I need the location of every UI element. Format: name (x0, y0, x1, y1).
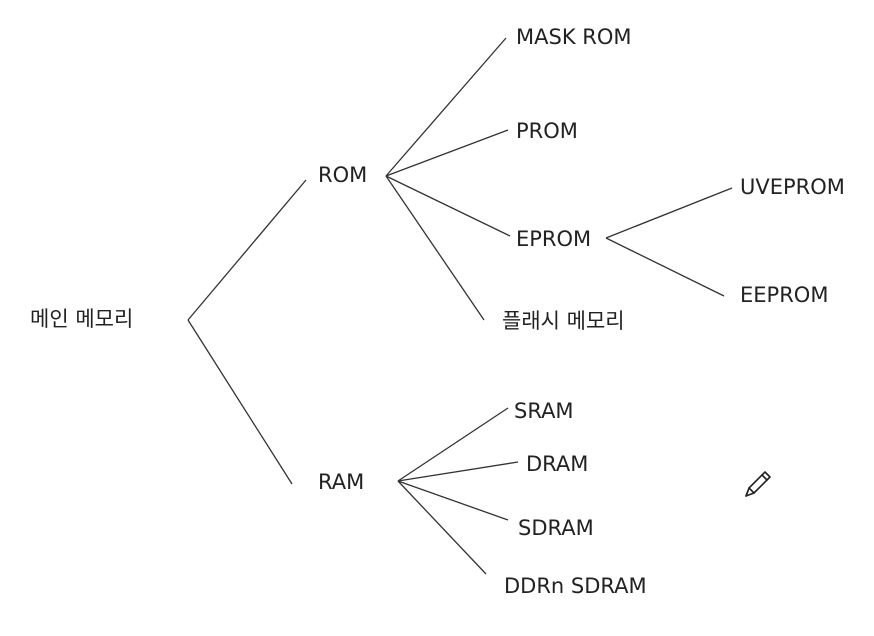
connector-rom-eprom (385, 175, 511, 237)
node-ram: RAM (318, 470, 365, 494)
node-ddrn-sdram: DDRn SDRAM (504, 574, 647, 598)
node-main-memory: 메인 메모리 (30, 307, 134, 331)
node-uveprom: UVEPROM (740, 175, 845, 199)
connector-ram-ddrn (397, 480, 487, 575)
connector-rom-maskrom (385, 37, 507, 177)
connector-root-ram (187, 319, 293, 485)
connector-rom-flash (385, 175, 485, 321)
node-eprom: EPROM (516, 227, 592, 251)
node-mask-rom: MASK ROM (516, 25, 632, 49)
connector-ram-dram (397, 461, 519, 482)
pencil-icon-graphic (745, 471, 771, 497)
connector-rom-prom (385, 129, 509, 177)
node-flash-memory: 플래시 메모리 (502, 309, 625, 333)
node-dram: DRAM (526, 452, 589, 476)
connector-eprom-uveprom (605, 187, 733, 239)
node-sdram: SDRAM (518, 516, 594, 540)
node-eeprom: EEPROM (740, 283, 829, 307)
node-sram: SRAM (514, 399, 574, 423)
connector-ram-sram (397, 407, 509, 482)
connector-ram-sdram (397, 480, 509, 521)
connector-root-rom (187, 179, 307, 321)
node-rom: ROM (318, 163, 368, 187)
connector-eprom-eeprom (605, 237, 725, 297)
pencil-icon[interactable] (738, 464, 778, 504)
node-prom: PROM (516, 119, 578, 143)
